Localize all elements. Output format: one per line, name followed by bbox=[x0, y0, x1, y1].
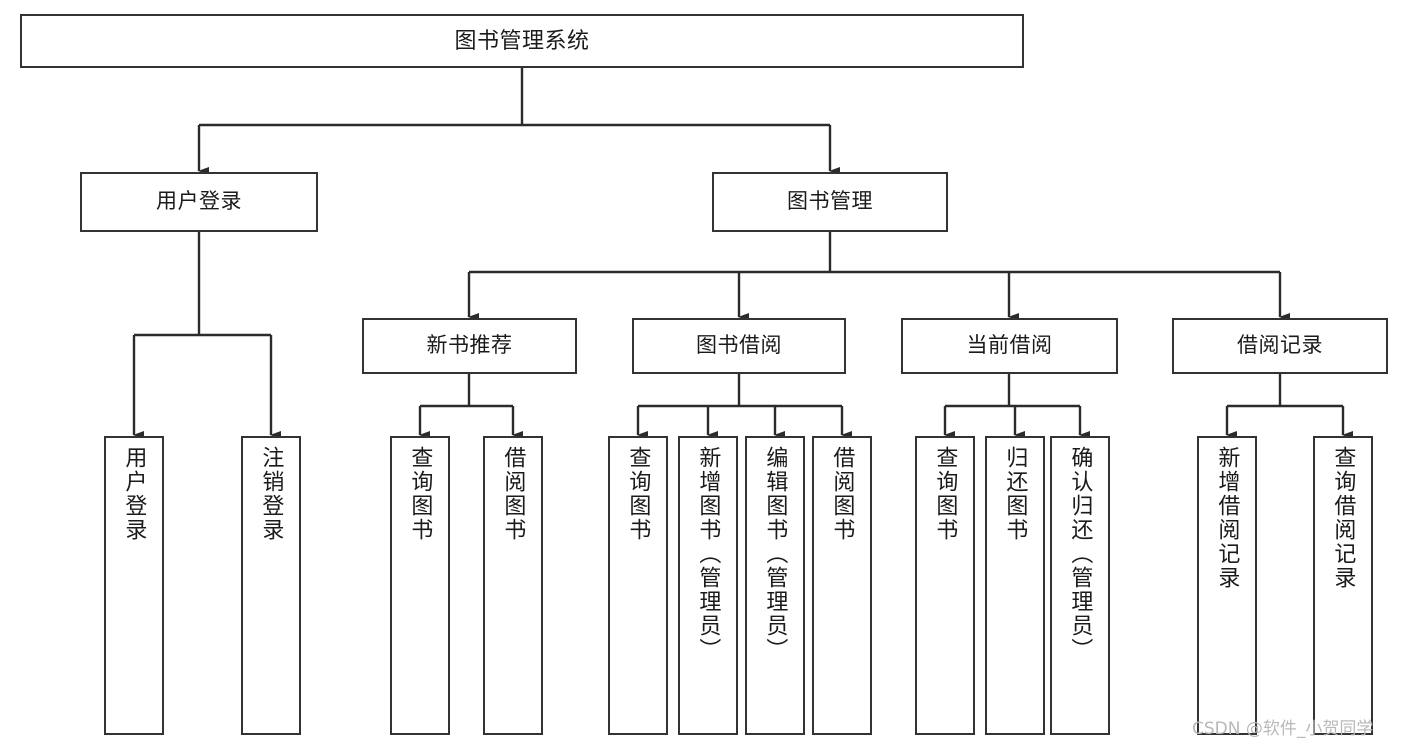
node-label: 图书借阅 bbox=[696, 333, 782, 357]
node-label: 编辑图书（管理员） bbox=[763, 446, 789, 662]
node-label: 查询图书 bbox=[408, 446, 434, 542]
node-label: 用户登录 bbox=[122, 446, 148, 542]
node-new-book-recommend[interactable]: 新书推荐 bbox=[362, 318, 577, 374]
node-leaf-query-book-newbook[interactable]: 查询图书 bbox=[390, 436, 450, 735]
node-leaf-edit-book-admin[interactable]: 编辑图书（管理员） bbox=[745, 436, 805, 735]
node-leaf-add-borrow-record[interactable]: 新增借阅记录 bbox=[1197, 436, 1257, 735]
node-leaf-user-login[interactable]: 用户登录 bbox=[104, 436, 164, 735]
node-label: 确认归还（管理员） bbox=[1068, 446, 1094, 662]
node-leaf-borrow-book-newbook[interactable]: 借阅图书 bbox=[483, 436, 543, 735]
node-label: 新书推荐 bbox=[426, 333, 513, 357]
node-book-borrow[interactable]: 图书借阅 bbox=[632, 318, 846, 374]
node-label: 借阅记录 bbox=[1237, 333, 1323, 357]
node-root-system[interactable]: 图书管理系统 bbox=[20, 14, 1024, 68]
node-leaf-query-borrow-record[interactable]: 查询借阅记录 bbox=[1313, 436, 1373, 735]
node-label: 查询图书 bbox=[933, 446, 959, 542]
node-leaf-return-book[interactable]: 归还图书 bbox=[985, 436, 1045, 735]
node-label: 查询图书 bbox=[626, 446, 652, 542]
watermark: CSDN @软件_小贺同学 bbox=[1192, 719, 1374, 739]
node-book-management[interactable]: 图书管理 bbox=[712, 172, 948, 232]
node-user-login[interactable]: 用户登录 bbox=[80, 172, 318, 232]
node-leaf-query-book-current[interactable]: 查询图书 bbox=[915, 436, 975, 735]
node-label: 当前借阅 bbox=[966, 333, 1053, 357]
node-label: 新增图书（管理员） bbox=[696, 446, 722, 662]
node-label: 用户登录 bbox=[156, 189, 242, 213]
node-leaf-add-book-admin[interactable]: 新增图书（管理员） bbox=[678, 436, 738, 735]
node-label: 新增借阅记录 bbox=[1215, 446, 1241, 590]
node-label: 图书管理系统 bbox=[454, 28, 590, 54]
node-leaf-borrow-book[interactable]: 借阅图书 bbox=[812, 436, 872, 735]
node-label: 归还图书 bbox=[1003, 446, 1029, 542]
node-label: 查询借阅记录 bbox=[1331, 446, 1357, 590]
node-current-borrow[interactable]: 当前借阅 bbox=[901, 318, 1118, 374]
node-leaf-query-book-borrow[interactable]: 查询图书 bbox=[608, 436, 668, 735]
node-borrow-record[interactable]: 借阅记录 bbox=[1172, 318, 1388, 374]
node-leaf-confirm-return-admin[interactable]: 确认归还（管理员） bbox=[1050, 436, 1110, 735]
node-leaf-logout-login[interactable]: 注销登录 bbox=[241, 436, 301, 735]
node-label: 图书管理 bbox=[787, 189, 873, 213]
node-label: 借阅图书 bbox=[830, 446, 856, 542]
node-label: 注销登录 bbox=[259, 446, 285, 542]
node-label: 借阅图书 bbox=[501, 446, 527, 542]
